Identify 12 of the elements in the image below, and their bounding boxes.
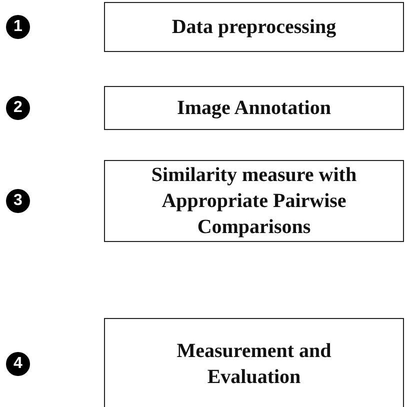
callout-number: 3	[6, 189, 30, 213]
process-box	[104, 318, 404, 407]
step-title: Measurement and Evaluation	[176, 339, 332, 390]
step-title: Image Annotation	[176, 96, 332, 121]
callout-number: 2	[6, 96, 30, 120]
step-title: Similarity measure with Appropriate Pairwise Comparisons	[150, 163, 358, 240]
process-box	[104, 86, 404, 130]
process-box	[104, 2, 404, 52]
process-box	[104, 160, 404, 242]
step-title: Data preprocessing	[170, 15, 338, 40]
callout-number: 1	[6, 15, 30, 39]
callout-number: 4	[6, 352, 30, 376]
